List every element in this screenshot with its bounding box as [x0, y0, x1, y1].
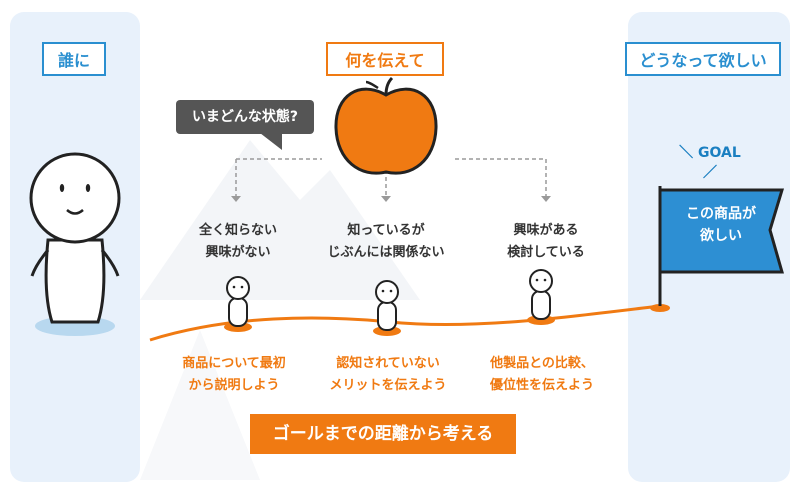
status-bubble: いまどんな状態? — [176, 100, 314, 134]
bubble-tail — [260, 133, 282, 150]
large-person-face — [59, 184, 91, 192]
action-2-line2: メリットを伝えよう — [329, 378, 447, 393]
flag-icon — [658, 186, 785, 306]
action-text-1: 商品について最初 から説明しよう — [164, 353, 304, 397]
flag-line1: この商品が — [686, 206, 756, 222]
state-1-line2: 興味がない — [205, 245, 271, 260]
action-text-3: 他製品との比較、 優位性を伝えよう — [472, 353, 612, 397]
action-3-line2: 優位性を伝えよう — [489, 378, 594, 393]
state-1-line1: 全く知らない — [198, 223, 277, 238]
person-icon-3 — [529, 269, 553, 320]
connector-arrowheads — [231, 196, 551, 202]
person-icon-1 — [226, 276, 250, 327]
state-text-2: 知っているが じぶんには関係ない — [316, 220, 456, 264]
apple-icon — [334, 76, 438, 175]
person-faces — [232, 278, 547, 293]
action-3-line1: 他製品との比較、 — [490, 356, 594, 371]
progress-path — [149, 304, 661, 342]
action-2-line1: 認知されていない — [336, 356, 440, 371]
header-goal-state: どうなって欲しい — [625, 42, 781, 76]
flag-text: この商品が 欲しい — [668, 203, 774, 247]
state-2-line1: 知っているが — [347, 223, 425, 238]
mountain-shape-2 — [140, 330, 260, 480]
flag-line2: 欲しい — [700, 228, 742, 244]
goal-label: ＼ GOAL ／ — [679, 145, 741, 181]
header-who: 誰に — [42, 42, 106, 76]
dashed-connectors — [235, 158, 547, 196]
action-text-2: 認知されていない メリットを伝えよう — [318, 353, 458, 397]
mountain-shape — [140, 140, 420, 300]
header-what: 何を伝えて — [326, 42, 444, 76]
footer-banner: ゴールまでの距離から考える — [250, 414, 516, 454]
action-1-line2: から説明しよう — [188, 378, 280, 393]
person-icon-2 — [375, 280, 399, 331]
state-3-line1: 興味がある — [513, 223, 579, 238]
state-3-line2: 検討している — [507, 245, 585, 260]
state-text-3: 興味がある 検討している — [484, 220, 608, 264]
state-text-1: 全く知らない 興味がない — [180, 220, 296, 264]
person-icon-large — [29, 152, 121, 324]
action-1-line1: 商品について最初 — [182, 356, 286, 371]
state-2-line2: じぶんには関係ない — [327, 245, 445, 260]
